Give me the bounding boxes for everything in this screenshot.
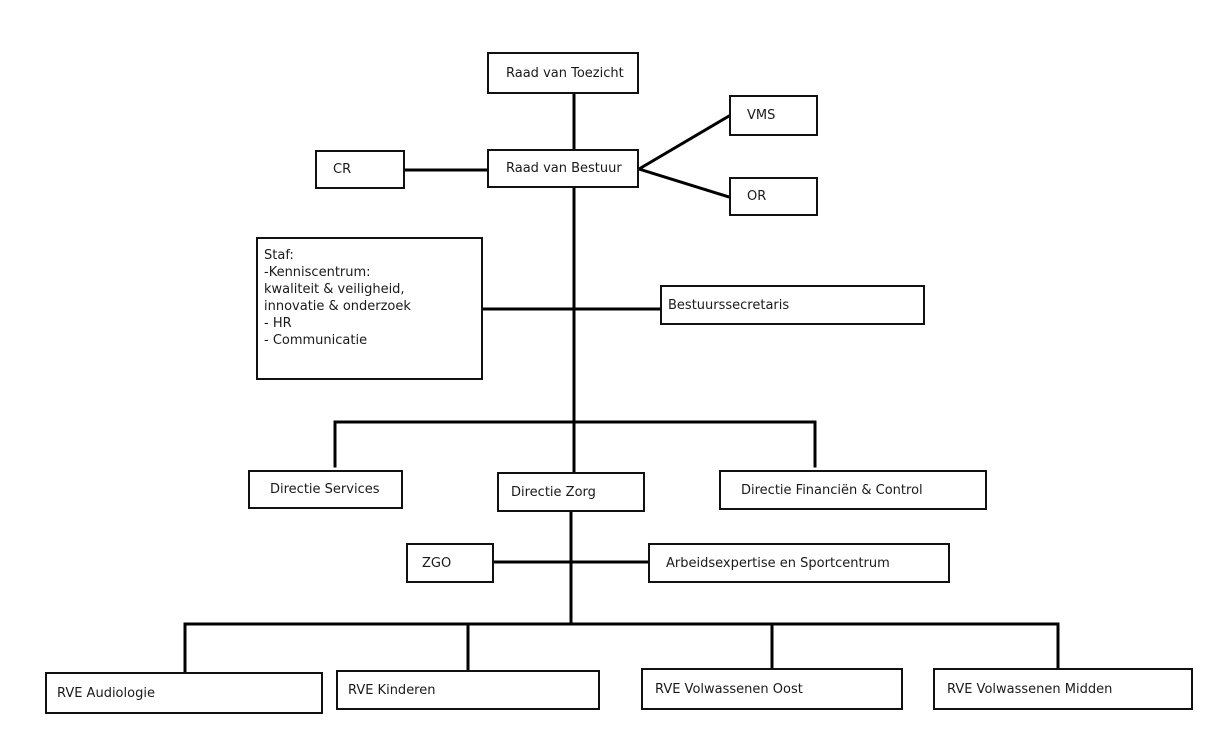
node-zgo: ZGO [406,543,494,583]
node-label: Arbeidsexpertise en Sportcentrum [666,555,890,571]
staf-line: kwaliteit & veiligheid, [264,282,405,297]
node-or: OR [729,177,818,216]
node-bestuurssecretaris: Bestuurssecretaris [660,285,925,325]
staf-line: Staf: [264,248,294,263]
edge-rvb-vms [636,113,732,172]
node-directie-financien-control: Directie Financiën & Control [719,470,987,510]
node-vms: VMS [729,95,818,136]
node-label: VMS [747,108,776,123]
node-label: Directie Zorg [511,484,596,500]
edge-rvb-or [637,167,731,199]
node-label: Directie Services [270,482,380,497]
node-rve-volwassenen-oost: RVE Volwassenen Oost [641,668,903,710]
node-directie-services: Directie Services [248,470,403,509]
node-label: Raad van Toezicht [506,65,624,81]
node-label: RVE Volwassenen Midden [947,681,1113,697]
node-rve-audiologie: RVE Audiologie [45,672,323,714]
node-label: OR [747,189,767,204]
node-label: Bestuurssecretaris [668,297,790,313]
node-label: RVE Audiologie [57,685,155,701]
node-rve-kinderen: RVE Kinderen [336,670,600,710]
node-label: ZGO [422,555,452,571]
node-cr: CR [315,150,405,189]
node-label: Raad van Bestuur [506,161,622,176]
staf-line: -Kenniscentrum: [264,265,371,280]
staf-line: - Communicatie [264,333,368,348]
edge-directie-bar [333,420,817,468]
node-raad-van-toezicht: Raad van Toezicht [487,52,639,94]
staf-line: innovatie & onderzoek [264,299,411,314]
node-label: Directie Financiën & Control [741,482,923,498]
node-label: RVE Volwassenen Oost [655,681,803,697]
node-arbeidsexpertise-sportcentrum: Arbeidsexpertise en Sportcentrum [648,543,950,583]
node-raad-van-bestuur: Raad van Bestuur [487,149,639,188]
node-staf: Staf: -Kenniscentrum: kwaliteit & veilig… [256,237,483,380]
staf-line: - HR [264,316,292,331]
node-label: RVE Kinderen [348,682,436,698]
node-rve-volwassenen-midden: RVE Volwassenen Midden [933,668,1193,710]
node-directie-zorg: Directie Zorg [497,472,645,512]
node-label: CR [333,162,352,177]
